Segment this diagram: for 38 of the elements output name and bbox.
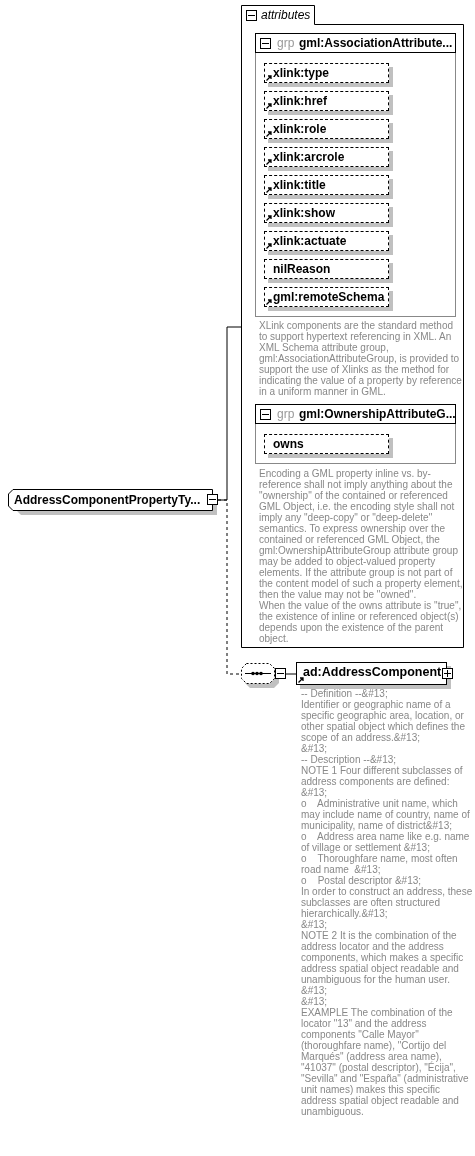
attribute-name: gml:remoteSchema bbox=[273, 290, 385, 304]
attribute-name: nilReason bbox=[273, 262, 331, 276]
group-kind: grp bbox=[277, 36, 295, 50]
attribute-name: xlink:show bbox=[273, 206, 335, 220]
group-name: gml:AssociationAttribute... bbox=[299, 36, 453, 50]
connector-line bbox=[285, 673, 297, 675]
attribute-group-box bbox=[255, 33, 456, 317]
documentation-text: &#13; bbox=[301, 743, 329, 754]
attribute-name: xlink:arcrole bbox=[273, 150, 345, 164]
documentation-text: NOTE 2 It is the combination of the address locator and the address components, which makes a specific address spatial object readable and unambiguous for the human user. &#13; bbox=[301, 930, 465, 996]
compartment-title: attributes bbox=[261, 8, 311, 22]
documentation-text: &#13; bbox=[301, 996, 329, 1007]
connector-line bbox=[217, 499, 242, 675]
attribute-group-box bbox=[255, 404, 456, 464]
attribute-name: xlink:href bbox=[273, 94, 327, 108]
documentation-text: When the value of the owns attribute is "true", the existence of inline or referenced object(s) depends upon the existence of the parent object. bbox=[259, 600, 463, 644]
attribute-name: xlink:role bbox=[273, 122, 327, 136]
documentation-text: -- Definition --&#13; bbox=[301, 688, 389, 699]
documentation-text: EXAMPLE The combination of the locator "13" and the address components "Calle Mayor" (thoroughfare name), "Cortijo del Marqués" (address area name), "41037" (postal descriptor), "Écija", "Sevilla" and "España" (administrative unit names) makes this specific address spatial object readable and unambiguous. bbox=[301, 1007, 470, 1117]
group-name: gml:OwnershipAttributeG... bbox=[299, 407, 456, 421]
documentation-text: In order to construct an address, these subclasses are often structured hierarchically.&#13; bbox=[301, 886, 474, 919]
documentation-text: -- Description --&#13; bbox=[301, 754, 397, 765]
group-kind: grp bbox=[277, 407, 295, 421]
documentation-text: o Administrative unit name, which may include name of country, name of municipality, name of district&#13; bbox=[301, 798, 471, 831]
attribute-name: xlink:type bbox=[273, 66, 329, 80]
attributes-compartment bbox=[241, 5, 464, 648]
documentation-text: &#13; bbox=[301, 919, 328, 930]
attribute-name: xlink:actuate bbox=[273, 234, 347, 248]
documentation-text: Identifier or geographic name of a specific geographic area, location, or other spatial object which defines the scope of an address.&#13; bbox=[301, 699, 466, 743]
documentation-text: o Address area name like e.g. name of village or settlement &#13; bbox=[301, 831, 471, 853]
documentation-text: o Thoroughfare name, most often road name &#13; bbox=[301, 853, 459, 875]
element-name: ad:AddressComponent bbox=[303, 665, 442, 679]
documentation-text: XLink components are the standard method to support hypertext referencing in XML. An XML Schema attribute group, gml:AssociationAttributeGroup, is provided to support the use of Xlinks as the method for indicating the value of a property by reference in a uniform manner in GML. bbox=[259, 320, 463, 397]
documentation-text: o Postal descriptor &#13; bbox=[301, 875, 422, 886]
attribute-name: xlink:title bbox=[273, 178, 326, 192]
attribute-name: owns bbox=[273, 437, 304, 451]
documentation-text: Encoding a GML property inline vs. by-reference shall not imply anything about the "ownership" of the contained or referenced GML Object, i.e. the encoding style shall not imply any "deep-copy" or "deep-delete" semantics. To express ownership over the contained or referenced GML Object, the gml:OwnershipAttributeGroup attribute group may be added to object-valued property elements. If the attribute group is not part of the content model of such a property element, then the value may not be "owned". bbox=[259, 468, 464, 600]
documentation-text: NOTE 1 Four different subclasses of address components are defined: &#13; bbox=[301, 765, 464, 798]
